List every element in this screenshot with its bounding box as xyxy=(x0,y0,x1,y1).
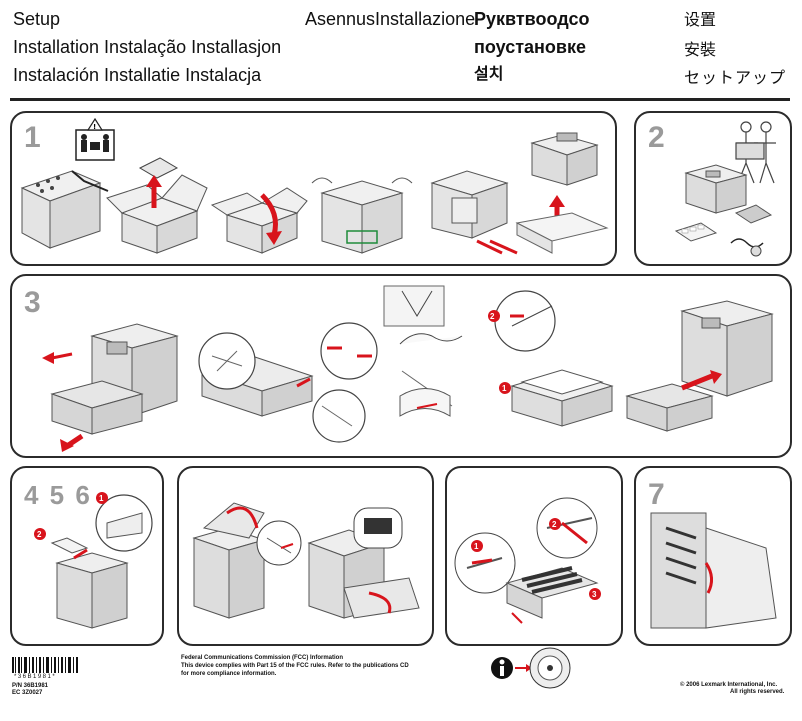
title-russian-1: Руквтвоодсо xyxy=(474,9,590,29)
copyright-line-1: © 2006 Lexmark International, Inc. xyxy=(680,682,778,688)
title-japanese: セットアップ xyxy=(684,68,787,87)
step-number-7: 7 xyxy=(648,478,667,511)
panel-step-2: 2 xyxy=(634,111,792,266)
panel-step-1: 1 ! xyxy=(10,111,617,266)
panel-step-3: 3 xyxy=(10,274,792,458)
title-korean: 설치 xyxy=(474,66,504,83)
ec-number: EC 3Z0027 xyxy=(12,690,43,696)
callout-3: 3 xyxy=(592,590,597,599)
fcc-title: Federal Communications Commission (FCC) … xyxy=(181,655,344,661)
panel-toner-install: 1 2 3 xyxy=(445,466,623,646)
fcc-line-1: This device complies with Part 15 of the… xyxy=(181,663,409,669)
printer-contents-illustration xyxy=(674,121,776,257)
panel-step-7: 7 xyxy=(634,466,792,646)
two-person-lift-warning-icon: ! xyxy=(75,117,115,161)
barcode xyxy=(12,657,78,673)
cd-disc-icon xyxy=(529,647,571,689)
unpacking-illustration: ! xyxy=(20,117,609,255)
barcode-text: *36B1981* xyxy=(14,674,57,680)
info-cd-graphic xyxy=(491,647,571,689)
title-instalacion-group: Instalación Installatie Instalacja xyxy=(13,65,262,85)
header-divider xyxy=(10,98,790,101)
title-chinese-simplified: 设置 xyxy=(684,10,717,29)
callout-2a: 2 xyxy=(490,312,495,321)
callout-1a: 1 xyxy=(502,384,507,393)
title-russian-2: поустановке xyxy=(474,37,586,57)
part-number: P/N 36B1981 xyxy=(12,683,49,689)
panel-cover-open xyxy=(177,466,434,646)
copyright-line-2: All rights reserved. xyxy=(730,689,785,695)
callout-1b: 1 xyxy=(99,494,104,503)
open-front-cover-illustration xyxy=(192,502,420,619)
toner-cartridge-illustration: 1 2 3 xyxy=(454,497,601,624)
fcc-line-2: for more compliance information. xyxy=(181,671,277,677)
step-number-3: 3 xyxy=(24,286,43,319)
step-number-2: 2 xyxy=(648,121,667,154)
close-cover-illustration xyxy=(650,512,777,629)
tray-loading-illustration: 2 1 xyxy=(42,285,774,452)
svg-text:!: ! xyxy=(93,123,96,131)
output-bin-illustration: 1 2 xyxy=(34,492,153,629)
callout-1c: 1 xyxy=(474,542,479,551)
callout-2c: 2 xyxy=(552,520,557,529)
step-number-1: 1 xyxy=(24,121,43,154)
title-setup: Setup xyxy=(13,9,61,29)
title-chinese-traditional: 安裝 xyxy=(684,40,717,59)
step-number-4-5-6: 4 5 6 xyxy=(24,480,92,510)
title-asennus-installazione: AsennusInstallazione xyxy=(305,9,476,29)
panel-step-4-5-6: 4 5 6 1 2 xyxy=(10,466,164,646)
info-icon xyxy=(491,657,513,679)
callout-2b: 2 xyxy=(37,530,42,539)
title-installation-group: Installation Instalação Installasjon xyxy=(13,37,282,57)
